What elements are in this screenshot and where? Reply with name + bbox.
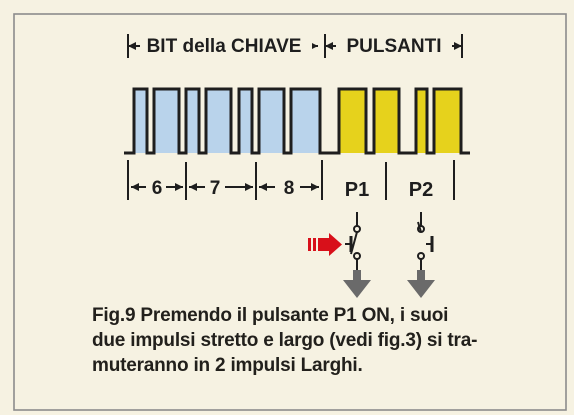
divider-lines: [127, 160, 455, 200]
bit-pulse: [186, 89, 199, 153]
pushbutton-p1-icon: [345, 212, 361, 274]
signal-trace: [124, 87, 470, 155]
bit-pulse: [154, 89, 179, 153]
pushbutton-p2-icon: [417, 212, 434, 274]
ground-arrow-p1-icon: [343, 270, 371, 298]
bit-pulses: [134, 89, 320, 153]
bit-label-6: 6: [152, 178, 163, 199]
bit-pulse: [206, 89, 231, 153]
bit-pulse: [239, 89, 252, 153]
buttons-label-bg: [336, 30, 452, 58]
bits-header-label: BIT della CHIAVE: [147, 36, 302, 57]
bit-label-7: 7: [210, 178, 221, 199]
button-pulses: [339, 89, 461, 153]
buttons-header-label: PULSANTI: [347, 36, 442, 57]
caption-line: due impulsi stretto e largo (vedi fig.3)…: [92, 330, 478, 351]
bit-pulse: [291, 89, 320, 153]
button-pulse: [339, 89, 366, 153]
bits-label-bg: [140, 30, 312, 58]
bit-dimension-arrows: [131, 183, 319, 191]
button-pulse: [434, 89, 461, 153]
bit-pulse: [134, 89, 147, 153]
button-pulse: [374, 89, 399, 153]
caption-line: muteranno in 2 impulsi Larghi.: [92, 355, 363, 376]
figure-caption: Fig.9 Premendo il pulsante P1 ON, i suoi…: [92, 303, 547, 378]
ground-arrow-p2-icon: [407, 270, 435, 298]
bit-label-8: 8: [284, 178, 295, 199]
button-label-p1: P1: [345, 179, 369, 201]
caption-line: Fig.9 Premendo il pulsante P1 ON, i suoi: [92, 305, 449, 326]
figure-frame: [13, 13, 567, 411]
button-pulse: [416, 89, 427, 153]
bit-pulse: [259, 89, 284, 153]
button-label-p2: P2: [409, 179, 433, 201]
press-arrow-icon: [308, 233, 342, 256]
